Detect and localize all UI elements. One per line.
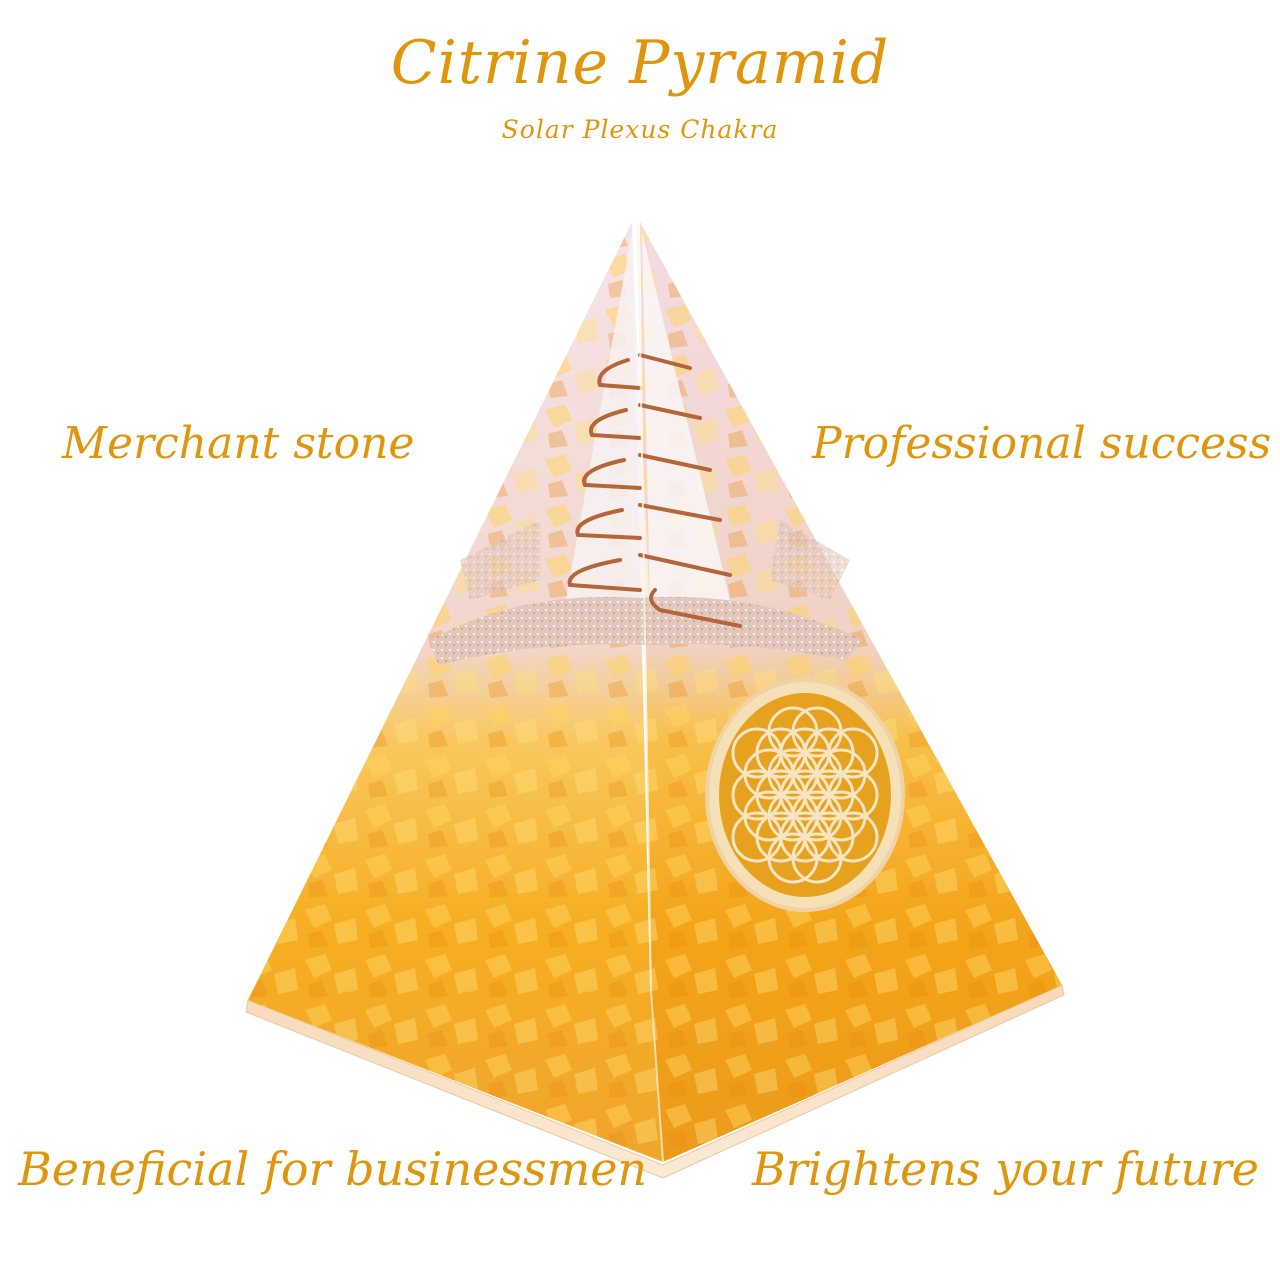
flower-of-life-icon	[705, 678, 905, 912]
quartz-point	[566, 232, 650, 610]
page-subtitle: Solar Plexus Chakra	[501, 115, 779, 144]
copper-coil-icon	[567, 353, 742, 628]
feature-merchant-stone: Merchant stone	[62, 418, 415, 469]
feature-professional-success: Professional success	[812, 418, 1272, 469]
metal-shavings-layer	[430, 596, 862, 665]
feature-beneficial-for-businessmen: Beneficial for businessmen	[18, 1142, 648, 1196]
pyramid-base	[245, 984, 1065, 1179]
page-title: Citrine Pyramid	[390, 28, 890, 98]
feature-brightens-your-future: Brightens your future	[752, 1142, 1260, 1196]
